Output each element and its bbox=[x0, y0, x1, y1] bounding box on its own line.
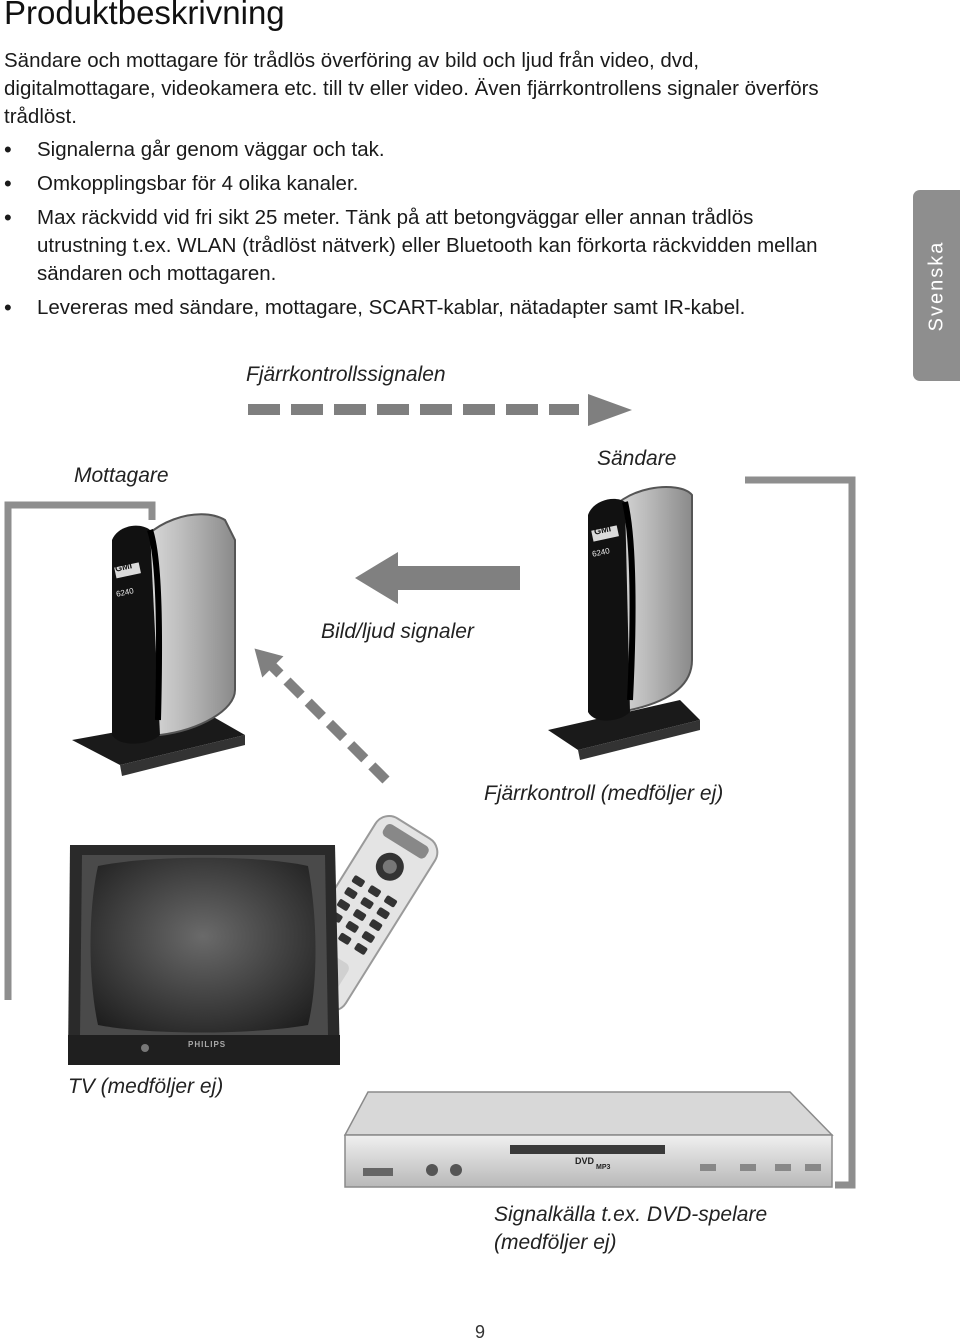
cable-line bbox=[4, 501, 156, 1000]
feature-list: Signalerna går genom väggar och tak. Omk… bbox=[4, 136, 834, 328]
feature-item: Max räckvidd vid fri sikt 25 meter. Tänk… bbox=[4, 204, 834, 288]
av-signal-arrow bbox=[355, 552, 520, 604]
mp3-logo: MP3 bbox=[596, 1164, 611, 1171]
feature-item: Omkopplingsbar för 4 olika kanaler. bbox=[4, 170, 834, 198]
tv-set bbox=[68, 845, 340, 1065]
remote-signal-label: Fjärrkontrollssignalen bbox=[246, 363, 446, 386]
receiver-label: Mottagare bbox=[74, 464, 169, 487]
av-signal-label: Bild/ljud signaler bbox=[321, 620, 474, 643]
page-title: Produktbeskrivning bbox=[4, 0, 285, 31]
remote-signal-arrow bbox=[248, 394, 632, 426]
page-number: 9 bbox=[474, 1322, 485, 1342]
source-label-note: (medföljer ej) bbox=[494, 1231, 617, 1254]
dvd-player bbox=[343, 1091, 834, 1188]
language-tab: Svenska bbox=[913, 190, 960, 381]
remote-label: Fjärrkontroll (medföljer ej) bbox=[484, 782, 724, 805]
cable-line bbox=[745, 476, 856, 1189]
remote-ir-arrow bbox=[254, 648, 390, 784]
transmitter-label: Sändare bbox=[597, 447, 677, 470]
intro-paragraph: Sändare och mottagare för trådlös överfö… bbox=[4, 49, 819, 128]
tv-label: TV (medföljer ej) bbox=[68, 1075, 224, 1098]
feature-item: Signalerna går genom väggar och tak. bbox=[4, 136, 834, 164]
dvd-logo: DVD bbox=[575, 1156, 595, 1166]
source-label: Signalkälla t.ex. DVD-spelare bbox=[494, 1203, 768, 1226]
tv-brand: PHILIPS bbox=[188, 1040, 227, 1049]
transmitter-device bbox=[548, 486, 700, 760]
receiver-device bbox=[72, 513, 245, 776]
feature-item: Levereras med sändare, mottagare, SCART-… bbox=[4, 294, 834, 322]
